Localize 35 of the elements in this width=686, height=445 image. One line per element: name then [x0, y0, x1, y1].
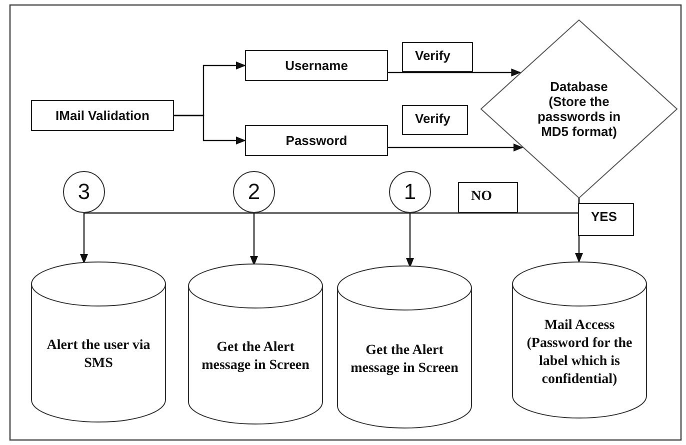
arrow [174, 114, 246, 144]
step-number: 2 [248, 179, 260, 205]
step-number: 3 [78, 179, 90, 205]
node-text: Mail Access (Password for the label which is confidential) [526, 316, 634, 390]
database-cylinder [31, 262, 166, 422]
process-box [245, 50, 388, 81]
step-number: 1 [404, 179, 416, 205]
arrow [250, 213, 258, 266]
process-box [245, 125, 388, 156]
label-box [402, 42, 473, 72]
node-text: Password [286, 133, 348, 148]
label-box [578, 203, 634, 236]
node-text: Verify [415, 111, 450, 126]
arrow [406, 213, 414, 268]
database-cylinder [337, 266, 472, 428]
arrow [388, 68, 522, 76]
arrow [80, 213, 88, 264]
number-circle [389, 171, 431, 213]
process-box [31, 100, 174, 131]
label-box [458, 182, 518, 213]
node-text: Alert the user via SMS [46, 336, 152, 373]
label-box [402, 105, 468, 135]
number-circle [233, 171, 275, 213]
node-text: Database (Store the passwords in MD5 format) [536, 79, 622, 139]
database-cylinder [188, 264, 323, 424]
arrow [388, 144, 524, 152]
node-text: Get the Alert message in Screen [350, 342, 460, 378]
node-text: Get the Alert message in Screen [200, 338, 310, 375]
node-text: NO [471, 188, 492, 206]
node-text: Username [285, 58, 348, 73]
database-cylinder [512, 262, 647, 418]
node-text: Verify [415, 48, 450, 63]
node-text: IMail Validation [56, 108, 150, 123]
number-circle [63, 171, 105, 213]
node-text: YES [591, 209, 618, 224]
